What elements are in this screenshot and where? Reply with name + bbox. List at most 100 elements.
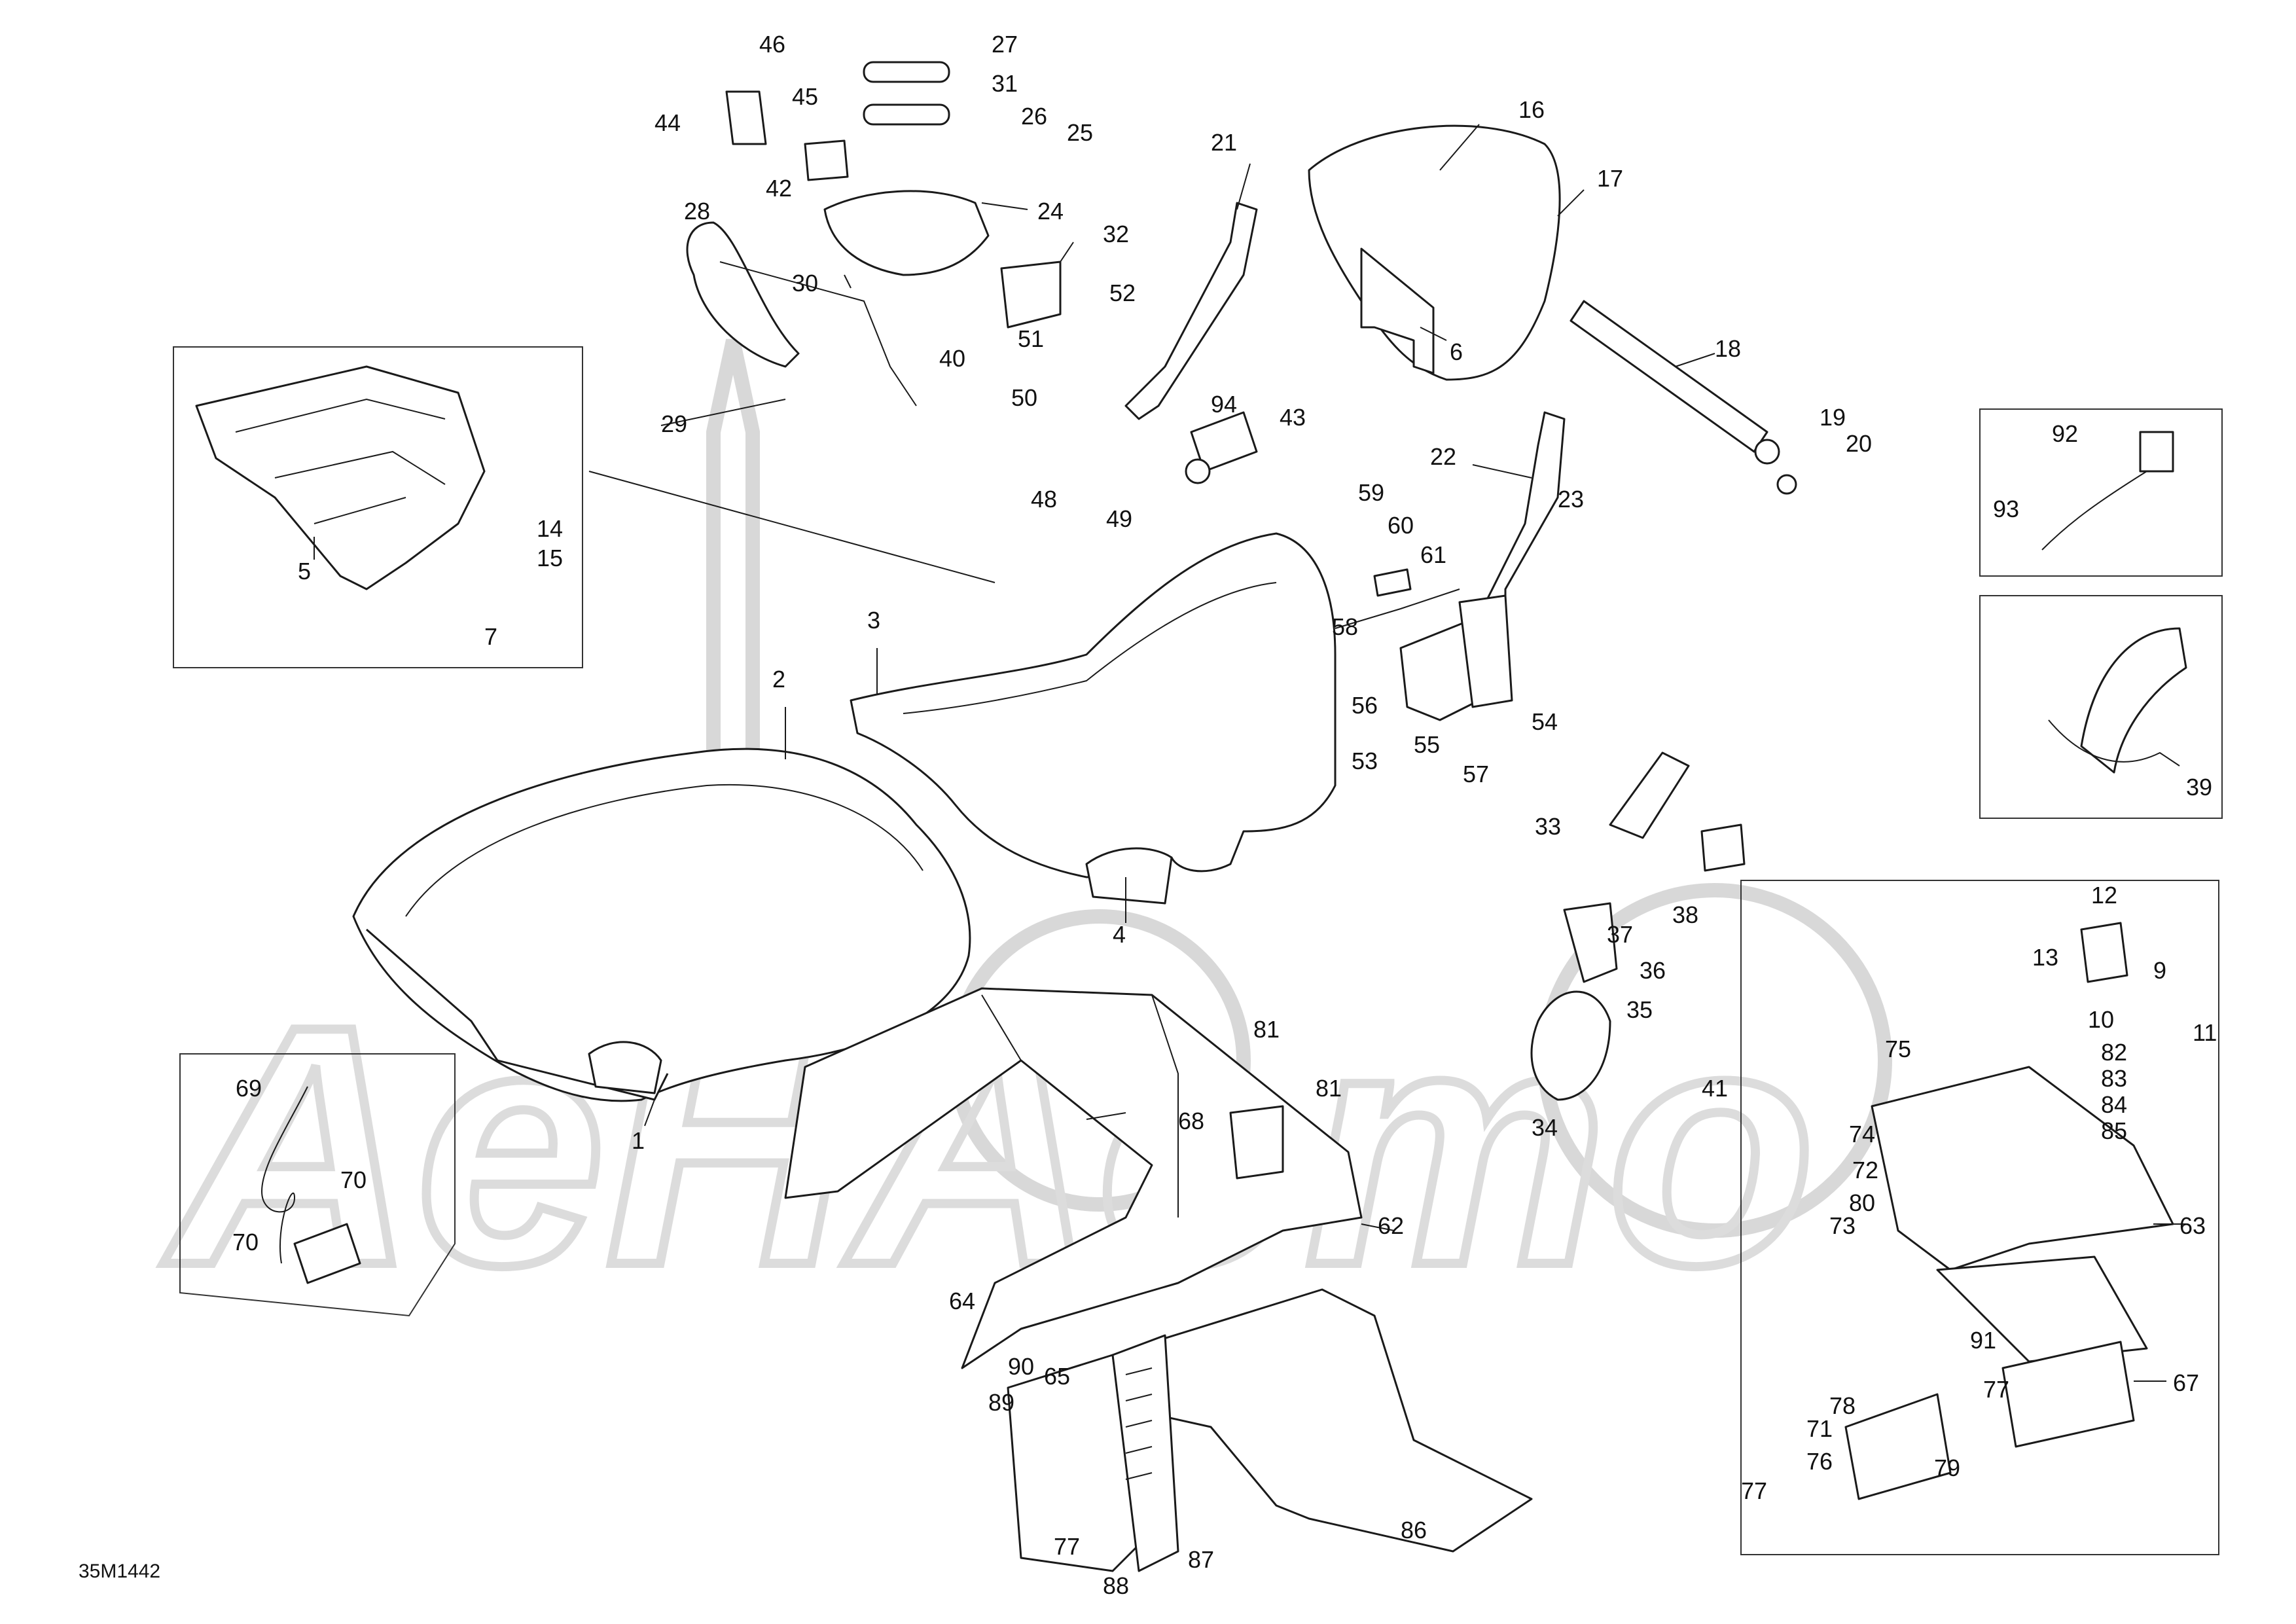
- callout-71: 71: [1806, 1415, 1833, 1442]
- module-bracket: [1399, 621, 1480, 721]
- callout-18: 18: [1715, 335, 1741, 362]
- callout-22: 22: [1430, 443, 1456, 470]
- spacer-49: [1185, 458, 1211, 484]
- callout-28: 28: [684, 198, 710, 225]
- callout-3: 3: [867, 607, 880, 634]
- callout-58: 58: [1332, 613, 1358, 640]
- callout-46: 46: [759, 31, 785, 58]
- callout-86: 86: [1401, 1517, 1427, 1543]
- figure-reference: 35M1442: [79, 1561, 160, 1582]
- callout-36: 36: [1640, 957, 1666, 984]
- callout-21: 21: [1211, 129, 1237, 156]
- callout-19: 19: [1820, 404, 1846, 431]
- plate-79: [1844, 1393, 1952, 1500]
- callout-74: 74: [1849, 1121, 1875, 1147]
- cover-32: [1000, 261, 1062, 329]
- callout-84: 84: [2101, 1091, 2127, 1118]
- callout-16: 16: [1518, 96, 1545, 123]
- callout-39: 39: [2186, 774, 2212, 801]
- callout-57: 57: [1463, 761, 1489, 787]
- callout-42: 42: [766, 175, 792, 202]
- callout-70b: 70: [232, 1229, 259, 1255]
- bracket-68: [1229, 1105, 1284, 1180]
- mount-plate: [1871, 1066, 2174, 1271]
- callout-2: 2: [772, 666, 785, 693]
- callout-17: 17: [1597, 165, 1623, 192]
- inset-frame-harness: [1979, 408, 2223, 577]
- callout-78: 78: [1829, 1392, 1856, 1419]
- callout-76: 76: [1806, 1448, 1833, 1475]
- backrest-bracket-left: [1124, 202, 1258, 420]
- callout-27: 27: [992, 31, 1018, 58]
- callout-45: 45: [792, 83, 818, 110]
- callout-20: 20: [1846, 430, 1872, 457]
- callout-34: 34: [1532, 1114, 1558, 1141]
- callout-68: 68: [1178, 1108, 1204, 1134]
- callout-53: 53: [1352, 748, 1378, 774]
- callout-63: 63: [2179, 1212, 2206, 1239]
- callout-10: 10: [2088, 1006, 2114, 1033]
- callout-35: 35: [1626, 996, 1653, 1023]
- callout-62: 62: [1378, 1212, 1404, 1239]
- callout-23: 23: [1558, 486, 1584, 513]
- callout-40: 40: [939, 345, 965, 372]
- callout-77: 77: [1741, 1477, 1767, 1504]
- callout-13: 13: [2032, 944, 2058, 971]
- callout-94: 94: [1211, 391, 1237, 418]
- handle-cover-42b: [1700, 823, 1746, 872]
- callout-83: 83: [2101, 1065, 2127, 1092]
- callout-44: 44: [655, 109, 681, 136]
- callout-59: 59: [1358, 479, 1384, 506]
- callout-48: 48: [1031, 486, 1057, 513]
- callout-51: 51: [1018, 325, 1044, 352]
- callout-50: 50: [1011, 384, 1037, 411]
- callout-87: 87: [1188, 1546, 1214, 1573]
- mount-arm: [1936, 1255, 2148, 1363]
- callout-65: 65: [1044, 1363, 1070, 1390]
- callout-9: 9: [2153, 957, 2166, 984]
- inset-frame-handle: [1979, 595, 2223, 819]
- callout-24: 24: [1037, 198, 1064, 225]
- harness-92: [2041, 471, 2147, 550]
- handle-28: [686, 221, 800, 368]
- callout-11: 11: [2193, 1019, 2217, 1046]
- callout-37: 37: [1607, 921, 1633, 948]
- callout-75: 75: [1885, 1036, 1911, 1062]
- callout-12: 12: [2091, 882, 2117, 909]
- callout-64: 64: [949, 1288, 975, 1314]
- backrest: [1308, 124, 1561, 381]
- callout-43: 43: [1280, 404, 1306, 431]
- switch-44: [725, 90, 767, 145]
- callout-60: 60: [1388, 512, 1414, 539]
- license-plate-67: [2001, 1341, 2135, 1448]
- rod-30: [719, 261, 917, 406]
- callout-79: 79: [1934, 1454, 1960, 1481]
- callout-54: 54: [1532, 708, 1558, 735]
- storage-frame: [1007, 1354, 1140, 1572]
- callout-77c: 77: [1054, 1533, 1080, 1560]
- callout-5: 5: [298, 558, 311, 585]
- inset-handle-30: [2080, 627, 2187, 774]
- callout-72: 72: [1852, 1157, 1878, 1183]
- washer-19: [1754, 439, 1780, 465]
- inset-frame-carrier: [173, 346, 583, 668]
- callout-81b: 81: [1316, 1075, 1342, 1102]
- harness-58: [1335, 588, 1460, 629]
- inset-rod-39: [2048, 719, 2180, 767]
- washer-20: [1776, 474, 1797, 495]
- callout-88: 88: [1103, 1572, 1129, 1599]
- callouts: 1 2 3 4 5 6 7 9 10 11 12 13 14 15 16 17 …: [232, 31, 2217, 1599]
- callout-55: 55: [1414, 731, 1440, 758]
- inset-frame-cable: [179, 1053, 456, 1317]
- callout-90: 90: [1008, 1353, 1034, 1380]
- callout-7: 7: [484, 623, 497, 650]
- callout-26: 26: [1021, 103, 1047, 130]
- callout-41: 41: [1702, 1075, 1728, 1102]
- cable-69: [260, 1086, 308, 1264]
- cable-tag: [293, 1223, 361, 1284]
- callout-33: 33: [1535, 813, 1561, 840]
- handle-34: [1530, 990, 1611, 1101]
- callout-81: 81: [1253, 1016, 1280, 1043]
- storage-lid: [1111, 1334, 1179, 1572]
